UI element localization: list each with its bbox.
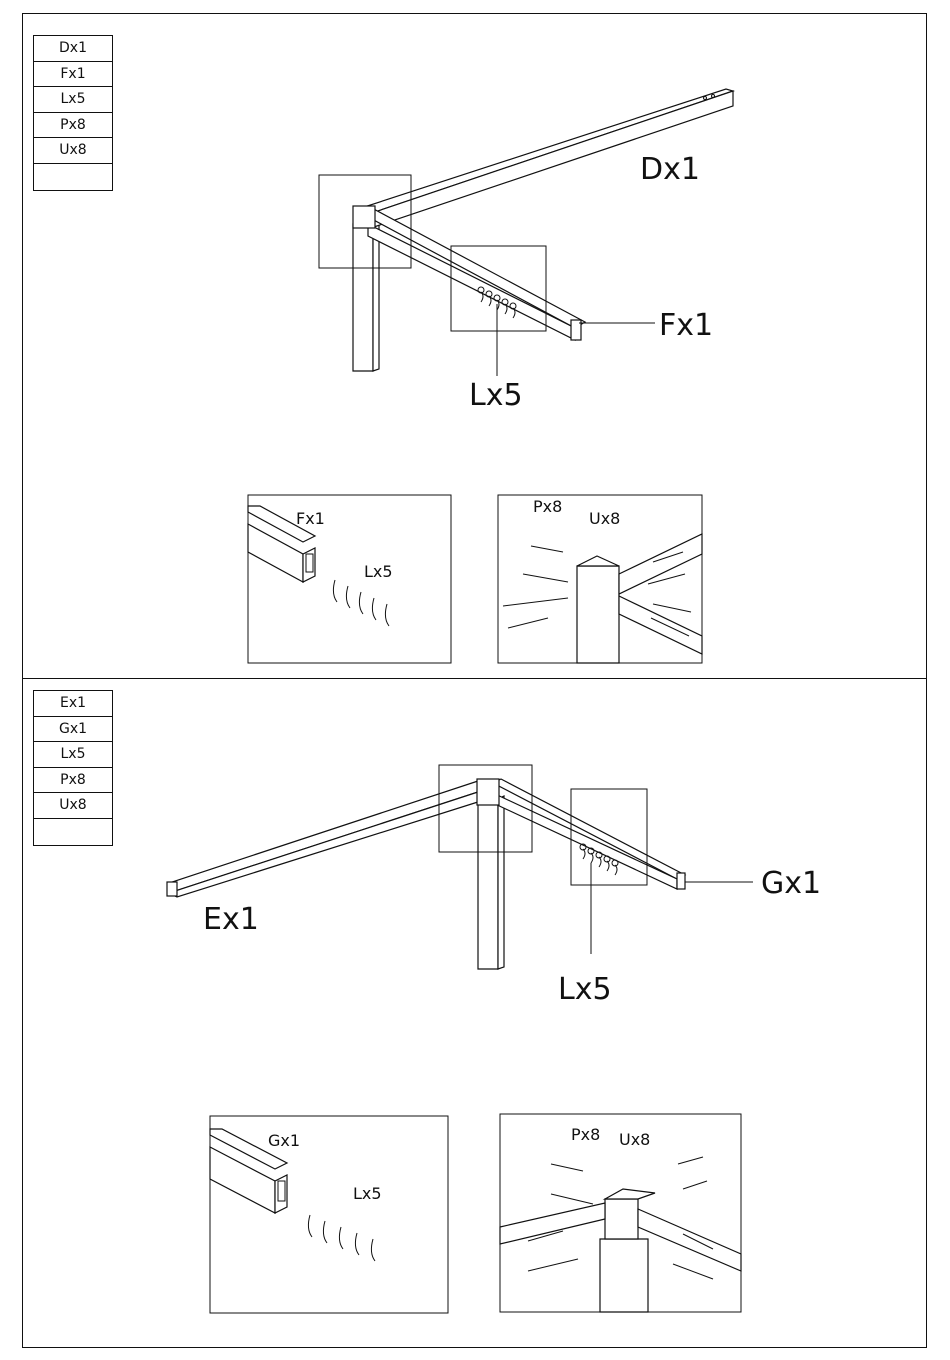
detail-label-lx5: Lx5	[364, 562, 393, 581]
label-lx5: Lx5	[469, 378, 523, 413]
detail-label-px8: Px8	[533, 497, 562, 516]
beam-gx1	[493, 779, 685, 889]
detail-label-ux8: Ux8	[589, 509, 620, 528]
detail-box-bolts: Px8 Ux8	[500, 1114, 741, 1312]
label-ex1: Ex1	[203, 902, 259, 937]
beam-ex1	[167, 781, 481, 897]
assembly-step-2: Ex1 Gx1 Lx5 Px8 Ux8	[22, 678, 927, 1348]
label-lx5: Lx5	[558, 972, 612, 1007]
detail-label-ux8: Ux8	[619, 1130, 650, 1149]
assembly-diagram-step-2: Ex1 Gx1 Lx5 Gx1 Lx5	[23, 679, 928, 1349]
corner-bracket	[353, 206, 375, 228]
assembly-step-1: Dx1 Fx1 Lx5 Px8 Ux8	[22, 13, 927, 679]
post	[478, 796, 504, 969]
assembly-diagram-step-1: Dx1 Fx1 Lx5 Fx1 Lx5	[23, 14, 928, 680]
detail-label-px8: Px8	[571, 1125, 600, 1144]
detail-box-hooks: Fx1 Lx5	[248, 495, 451, 663]
label-gx1: Gx1	[761, 866, 821, 901]
corner-bracket	[477, 779, 499, 805]
detail-box-bolts: Px8 Ux8	[498, 495, 702, 663]
label-fx1: Fx1	[659, 308, 713, 343]
detail-box-hooks: Gx1 Lx5	[210, 1116, 448, 1313]
label-dx1: Dx1	[640, 152, 700, 187]
detail-label-gx1: Gx1	[268, 1131, 300, 1150]
detail-label-fx1: Fx1	[296, 509, 325, 528]
detail-label-lx5: Lx5	[353, 1184, 382, 1203]
post	[353, 221, 379, 371]
beam-fx1	[355, 206, 585, 340]
